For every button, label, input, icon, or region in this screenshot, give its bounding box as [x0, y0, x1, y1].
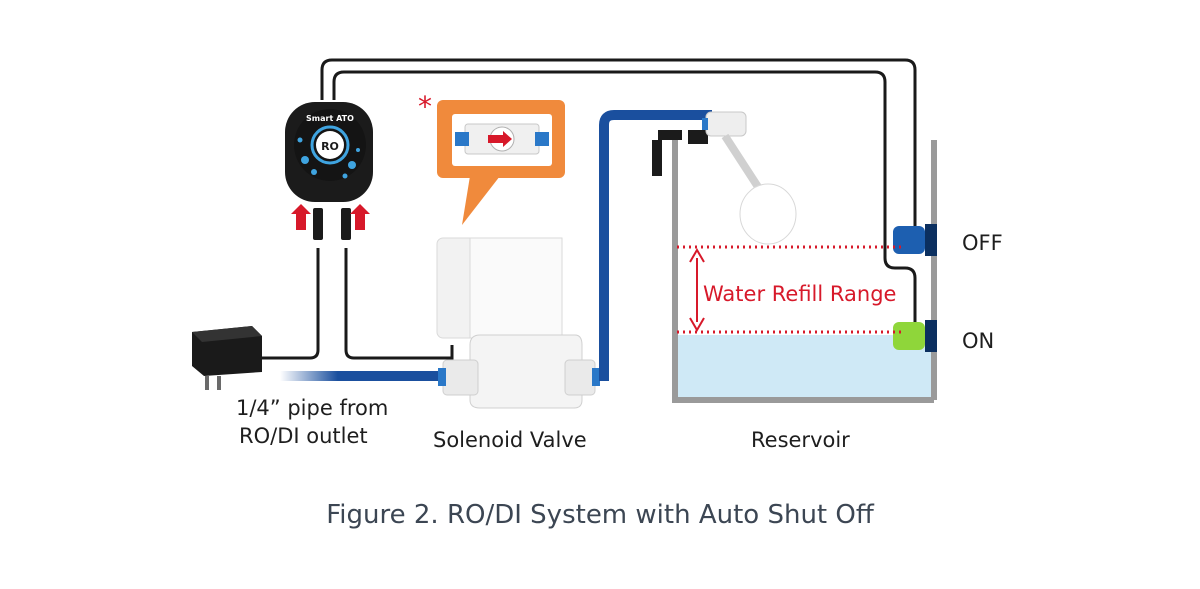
- solenoid-label: Solenoid Valve: [433, 428, 587, 452]
- refill-range-label: Water Refill Range: [703, 282, 897, 306]
- reservoir-label: Reservoir: [751, 428, 850, 452]
- callout-box: [437, 100, 565, 225]
- controller-name: Smart ATO: [306, 114, 354, 123]
- off-label: OFF: [962, 231, 1003, 255]
- arrow-up-icon: [291, 204, 370, 230]
- solenoid-valve-icon: [436, 237, 600, 409]
- power-adapter-icon: [192, 326, 262, 390]
- pipe-label-line2: RO/DI outlet: [239, 424, 368, 448]
- refill-range-markers: [677, 245, 905, 334]
- sensor-wires: [320, 58, 917, 330]
- dc-plugs: [313, 208, 351, 240]
- smart-ato-controller-icon: Smart ATO RO: [285, 102, 373, 202]
- feed-pipe: [599, 110, 712, 381]
- pipe-label-line1: 1/4” pipe from: [236, 396, 389, 420]
- reservoir-tank: [672, 140, 937, 403]
- callout-asterisk: *: [418, 90, 432, 123]
- figure-caption: Figure 2. RO/DI System with Auto Shut Of…: [326, 500, 874, 530]
- controller-badge: RO: [321, 140, 339, 153]
- float-valve-icon: [652, 111, 797, 245]
- optical-sensor-icon: [893, 224, 937, 352]
- on-label: ON: [962, 329, 995, 353]
- input-pipe: [280, 371, 445, 381]
- power-wires: [262, 248, 454, 360]
